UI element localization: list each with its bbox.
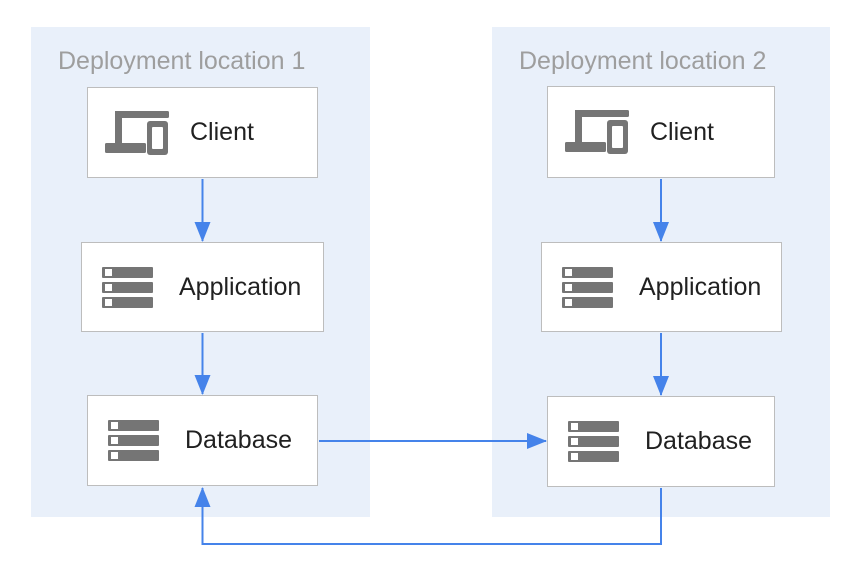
client-node-label: Client xyxy=(650,117,714,146)
deployment-location-1-title: Deployment location 1 xyxy=(58,47,306,75)
server-stack-icon xyxy=(102,266,153,308)
database-node-label: Database xyxy=(185,426,293,454)
deployment-location-2-title: Deployment location 2 xyxy=(519,47,767,75)
database-node-label: Database xyxy=(645,427,753,455)
client-node-1: Client xyxy=(87,87,318,178)
client-node-label: Client xyxy=(190,118,254,146)
application-node-label: Application xyxy=(179,272,302,301)
server-stack-icon xyxy=(568,421,619,462)
server-stack-icon xyxy=(108,420,159,461)
database-node-2: Database xyxy=(547,396,775,487)
devices-icon xyxy=(105,110,169,155)
application-node-1: Application xyxy=(81,242,324,332)
database-node-1: Database xyxy=(87,395,318,486)
client-node-2: Client xyxy=(547,86,775,178)
application-node-label: Application xyxy=(639,272,762,301)
devices-icon xyxy=(565,110,629,154)
server-stack-icon xyxy=(562,266,613,308)
application-node-2: Application xyxy=(541,242,782,332)
